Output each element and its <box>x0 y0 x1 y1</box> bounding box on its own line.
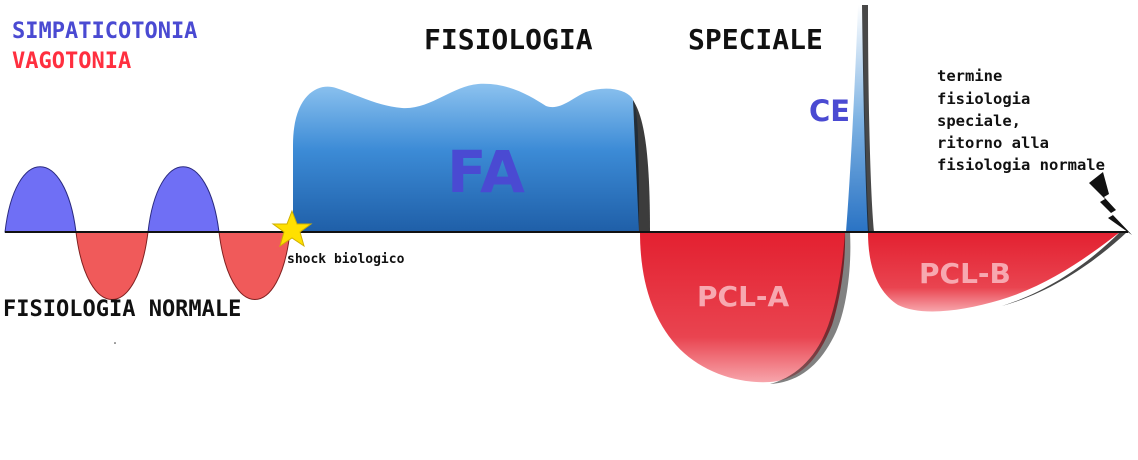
vagal-wave-lobe <box>218 231 291 300</box>
lightning-bolt-icon <box>1089 172 1132 235</box>
pcl-a-trough <box>640 232 846 383</box>
end-note-line: ritorno alla <box>937 134 1049 152</box>
phase-label-pcl-b: PCL-B <box>919 257 1011 290</box>
end-note-line: fisiologia normale <box>937 156 1105 174</box>
end-note-line: termine <box>937 67 1002 85</box>
dot-mark <box>114 342 116 344</box>
fa-shadow-edge <box>633 100 650 232</box>
phase-label-fa: FA <box>447 138 525 206</box>
sympathetic-wave-lobe <box>147 166 220 233</box>
shock-label: shock biologico <box>287 252 405 267</box>
legend-sympathetic: SIMPATICOTONIA <box>12 19 197 44</box>
sympathetic-wave-lobe <box>4 166 77 233</box>
fa-plateau <box>293 83 639 232</box>
ce-spike-edge <box>860 5 874 232</box>
pcl-b-shadow-edge <box>1002 232 1127 306</box>
legend-vagal: VAGOTONIA <box>12 49 131 74</box>
phase-label-ce: CE <box>809 94 850 128</box>
end-note-line: speciale, <box>937 112 1021 130</box>
pcl-a-shadow-edge <box>770 232 851 384</box>
star-icon <box>271 209 313 248</box>
title-normal-physiology: FISIOLOGIA NORMALE <box>3 297 241 322</box>
pcl-b-trough <box>868 232 1120 312</box>
end-note: termine fisiologia speciale, ritorno all… <box>937 67 1105 174</box>
end-note-line: fisiologia <box>937 90 1030 108</box>
title-speciale: SPECIALE <box>688 23 823 56</box>
phase-label-pcl-a: PCL-A <box>697 280 790 313</box>
vagal-wave-lobe <box>75 231 149 300</box>
title-fisiologia: FISIOLOGIA <box>424 23 593 56</box>
